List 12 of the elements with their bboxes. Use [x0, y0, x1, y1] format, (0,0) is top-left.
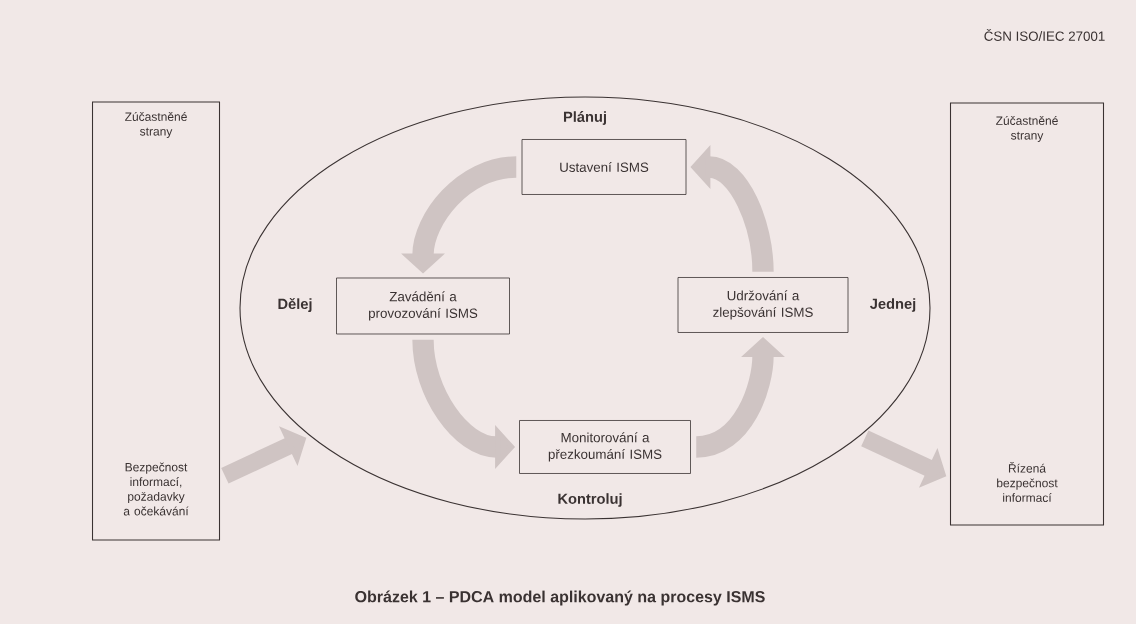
process-box: Ustavení ISMS — [521, 139, 687, 195]
phase-label: Kontroluj — [558, 493, 622, 507]
process-box: Monitorování a přezkoumání ISMS — [519, 420, 691, 474]
figure-caption: Obrázek 1 – PDCA model aplikovaný na procesy ISMS — [355, 590, 765, 606]
process-box: Udržování a zlepšování ISMS — [677, 277, 849, 333]
stakeholder-box: Zúčastněné strany Bezpečnost informací, požadavky a očekávání — [91, 101, 221, 541]
standard-label: ČSN ISO/IEC 27001 — [984, 29, 1105, 41]
process-box: Zavádění a provozování ISMS — [336, 277, 510, 335]
phase-label: Plánuj — [564, 111, 606, 125]
phase-label: Jednej — [870, 298, 916, 312]
stakeholder-box: Zúčastněné strany Řízená bezpečnost informací — [949, 102, 1105, 526]
phase-label: Dělej — [278, 298, 312, 312]
